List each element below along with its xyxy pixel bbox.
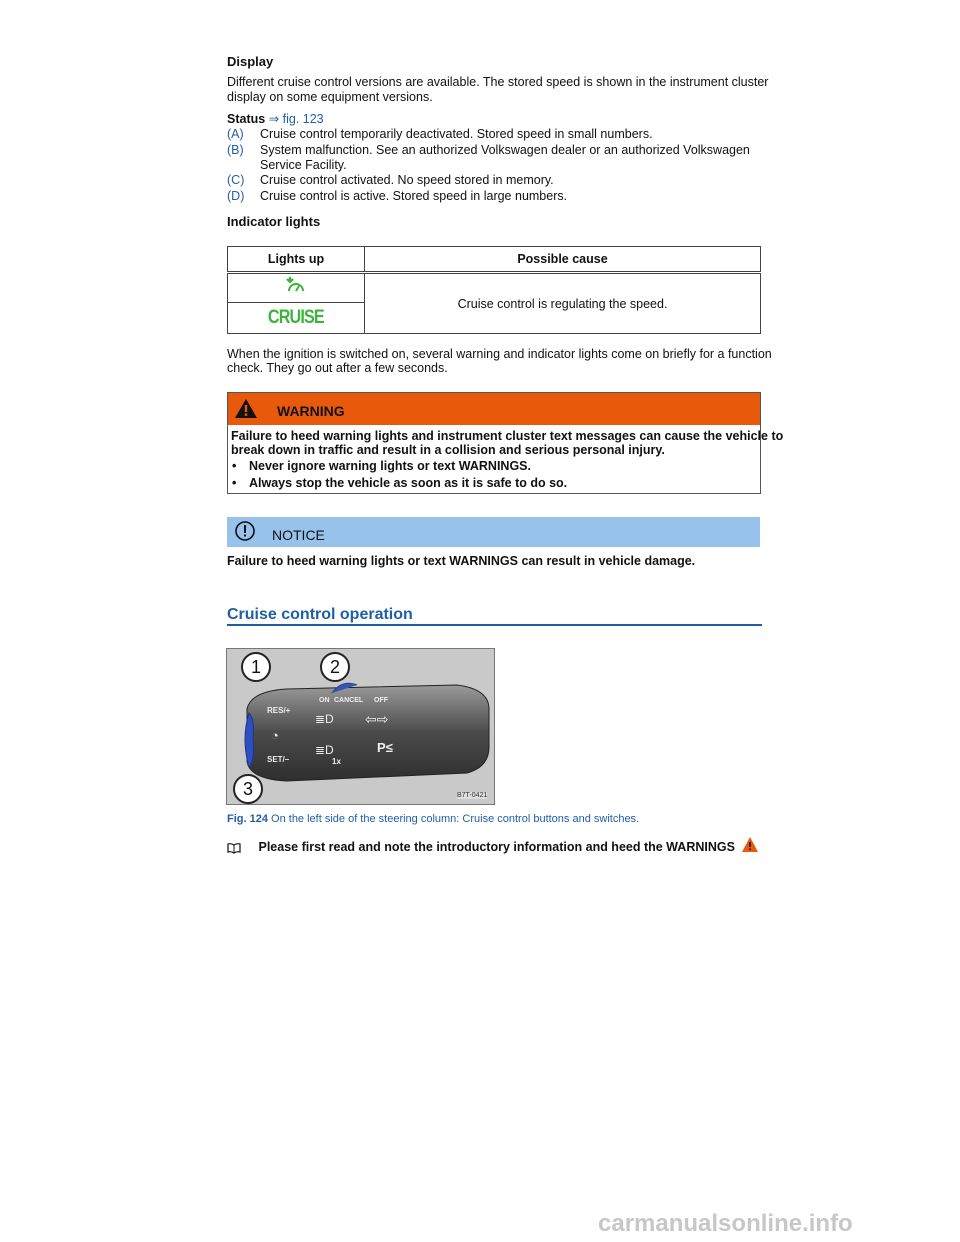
cruise-speedometer-icon [286,276,304,292]
site-watermark: carmanualsonline.info [598,1210,853,1237]
indicator-heading: Indicator lights [227,214,321,229]
read-note-text: Please first read and note the introduct… [258,840,735,854]
col-possible-cause: Possible cause [364,246,761,274]
display-intro-line1: Different cruise control versions are av… [227,75,769,89]
stalk-illustration [244,682,490,782]
ignition-line2: check. They go out after a few seconds. [227,361,448,375]
once-label: 1x [332,757,341,766]
notice-body: Failure to heed warning lights or text W… [227,554,696,568]
display-heading: Display [227,54,274,69]
indicator-table: Lights up Possible cause Cruise control … [227,246,761,334]
status-letter: (A) [227,127,244,141]
warning-box: WARNING Failure to heed warning lights a… [227,392,783,494]
figure-124: RES/+ SET/– ON CANCEL OFF 1x ◔ ≣D ≣D ⇦⇨ … [226,648,495,805]
set-label: SET/– [267,755,290,764]
warning-header: WARNING [228,393,760,425]
status-line: Status ⇒ fig. 123 [227,112,324,127]
lamp-cell-cruise: CRUISE [227,302,365,334]
status-text: Cruise control temporarily deactivated. … [260,127,653,141]
parking-light-icon: P≤ [377,740,393,755]
status-text: System malfunction. See an authorized Vo… [260,143,750,157]
turn-signal-icon: ⇦⇨ [365,711,389,727]
status-letter: (D) [227,189,245,203]
speedometer-icon: ◔ [271,728,279,743]
callout-1: 1 [241,652,271,682]
figure-caption: Fig. 124 On the left side of the steerin… [227,812,639,827]
display-intro-line2: display on some equipment versions. [227,90,433,104]
callout-2: 2 [320,652,350,682]
section-title: Cruise control operation [227,606,413,623]
res-label: RES/+ [267,706,291,715]
high-beam-icon: ≣D [315,712,334,726]
cause-cell: Cruise control is regulating the speed. [364,272,761,334]
cruise-lamp-icon: CRUISE [268,307,325,328]
figure-caption-label: Fig. 124 [227,813,268,825]
status-text-cont: Service Facility. [260,158,347,172]
notice-header: NOTICE [227,517,760,547]
warning-body-line1: Failure to heed warning lights and instr… [231,429,784,443]
status-label: Status [227,112,266,126]
notice-title: NOTICE [272,527,325,543]
status-letter: (B) [227,143,244,157]
notice-exclamation-icon [235,521,255,541]
warning-body-line2: break down in traffic and result in a co… [231,443,665,457]
off-label: OFF [374,697,388,704]
col-lights-up: Lights up [227,246,365,274]
warning-bullet-text: Always stop the vehicle as soon as it is… [249,476,568,490]
warning-triangle-icon [235,399,257,418]
low-beam-icon: ≣D [315,743,334,757]
ignition-line1: When the ignition is switched on, severa… [227,347,772,361]
section-rule [227,624,762,626]
status-letter: (C) [227,173,245,187]
figure-code: B7T-0421 [457,792,488,799]
status-text: Cruise control is active. Stored speed i… [260,189,568,203]
cancel-label: CANCEL [334,697,364,704]
lamp-cell-speedometer [227,272,365,303]
status-figref-link[interactable]: ⇒ fig. 123 [268,112,324,126]
callout-3: 3 [233,774,263,804]
read-note: Please first read and note the introduct… [227,836,759,854]
figure-caption-text: On the left side of the steering column:… [271,813,640,825]
on-label: ON [319,697,330,704]
warnings-link-icon[interactable] [741,836,759,853]
status-text: Cruise control activated. No speed store… [260,173,554,187]
warning-title: WARNING [277,403,345,419]
warning-bullet-text: Never ignore warning lights or text WARN… [249,459,531,473]
book-icon [227,842,241,854]
